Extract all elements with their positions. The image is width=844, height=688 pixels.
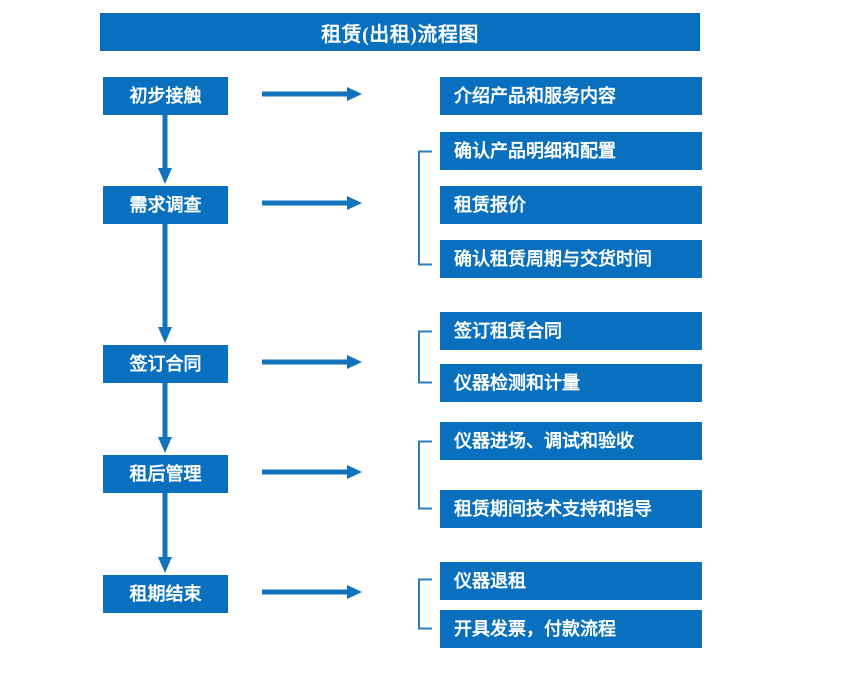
down-arrow-icon-1 — [157, 115, 173, 184]
bracket-icon-group-requirements — [417, 150, 433, 266]
stage-box-4[interactable]: 租后管理 — [103, 455, 228, 493]
right-arrow-icon-4 — [262, 464, 362, 480]
detail-box-6[interactable]: 仪器检测和计量 — [440, 364, 702, 402]
detail-label: 签订租赁合同 — [454, 321, 562, 341]
detail-label: 介绍产品和服务内容 — [454, 86, 616, 106]
right-arrow-icon-3 — [262, 354, 362, 370]
right-arrow-icon-1 — [262, 86, 362, 102]
detail-box-1[interactable]: 介绍产品和服务内容 — [440, 77, 702, 115]
bracket-icon-group-management — [417, 440, 433, 510]
stage-box-1[interactable]: 初步接触 — [103, 77, 228, 115]
bracket-icon-group-closing — [417, 578, 433, 630]
right-arrow-icon-2 — [262, 195, 362, 211]
stage-label: 签订合同 — [129, 354, 202, 374]
detail-label: 确认租赁周期与交货时间 — [454, 249, 652, 269]
detail-label: 租赁期间技术支持和指导 — [454, 499, 652, 519]
page-title: 租赁(出租)流程图 — [321, 23, 479, 46]
detail-label: 租赁报价 — [454, 195, 526, 215]
detail-label: 仪器进场、调试和验收 — [454, 431, 634, 451]
chart-title-bar: 租赁(出租)流程图 — [100, 13, 700, 51]
detail-box-2[interactable]: 确认产品明细和配置 — [440, 132, 702, 170]
down-arrow-icon-4 — [157, 493, 173, 573]
detail-label: 开具发票，付款流程 — [454, 619, 616, 639]
detail-box-7[interactable]: 仪器进场、调试和验收 — [440, 422, 702, 460]
detail-box-5[interactable]: 签订租赁合同 — [440, 312, 702, 350]
bracket-icon-group-contract — [417, 330, 433, 384]
stage-box-3[interactable]: 签订合同 — [103, 345, 228, 383]
stage-label: 租后管理 — [129, 464, 202, 484]
detail-label: 仪器检测和计量 — [454, 373, 580, 393]
detail-box-3[interactable]: 租赁报价 — [440, 186, 702, 224]
down-arrow-icon-2 — [157, 224, 173, 343]
detail-box-10[interactable]: 开具发票，付款流程 — [440, 610, 702, 648]
stage-box-5[interactable]: 租期结束 — [103, 575, 228, 613]
stage-label: 初步接触 — [129, 86, 202, 106]
stage-label: 租期结束 — [129, 584, 202, 604]
right-arrow-icon-5 — [262, 584, 362, 600]
stage-box-2[interactable]: 需求调查 — [103, 186, 228, 224]
detail-label: 仪器退租 — [454, 571, 526, 591]
down-arrow-icon-3 — [157, 383, 173, 453]
detail-box-8[interactable]: 租赁期间技术支持和指导 — [440, 490, 702, 528]
detail-box-9[interactable]: 仪器退租 — [440, 562, 702, 600]
stage-label: 需求调查 — [129, 195, 202, 215]
detail-box-4[interactable]: 确认租赁周期与交货时间 — [440, 240, 702, 278]
detail-label: 确认产品明细和配置 — [454, 141, 616, 161]
